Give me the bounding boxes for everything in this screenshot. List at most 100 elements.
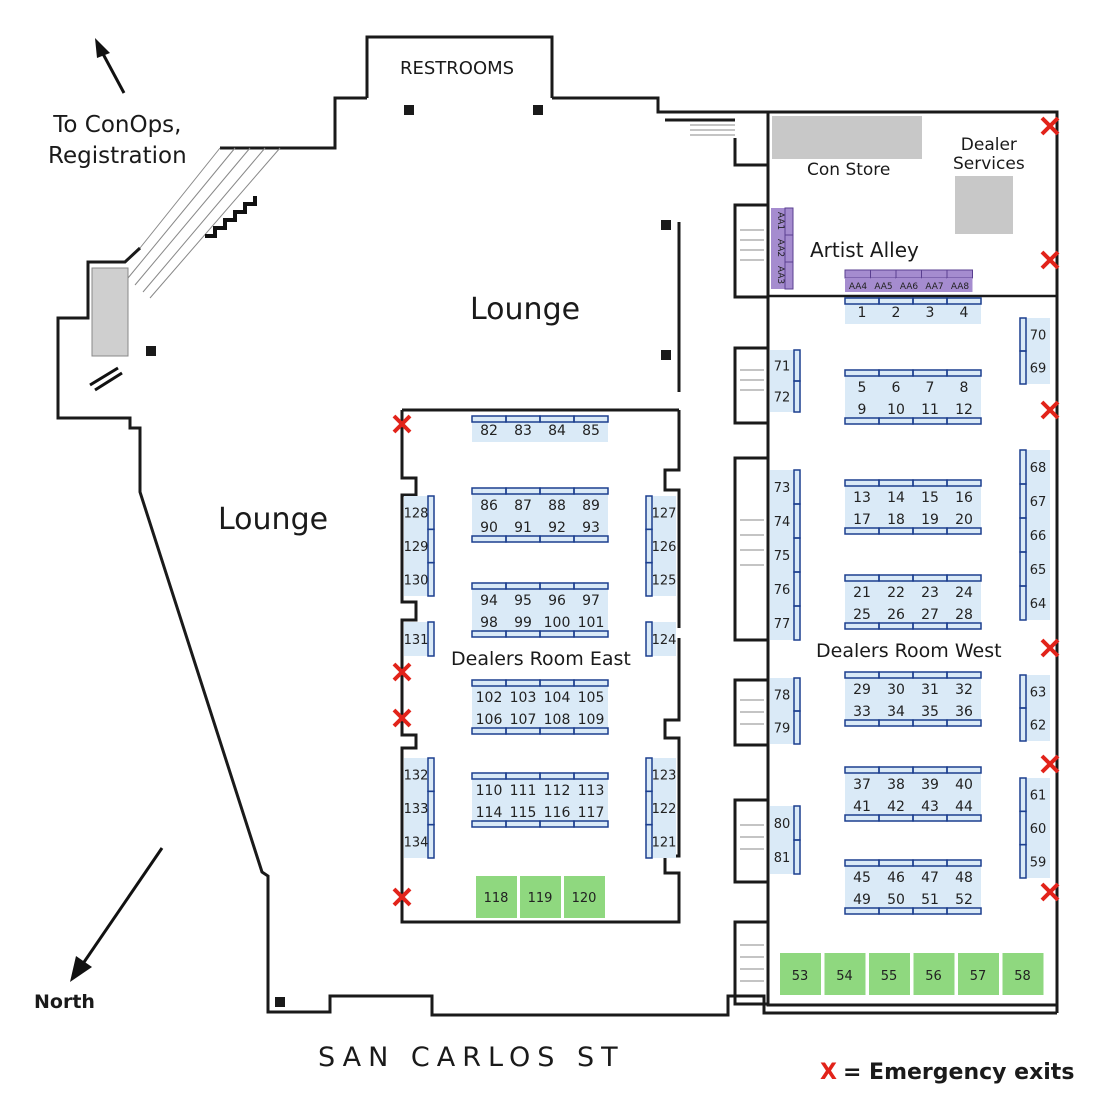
table-number: 119 xyxy=(528,891,553,906)
to-conops-line-2: Registration xyxy=(48,143,187,169)
con-store-label: Con Store xyxy=(807,160,891,180)
table-number: 43 xyxy=(921,799,939,815)
table-number: 79 xyxy=(774,722,791,737)
table-number: 127 xyxy=(652,507,677,522)
table-number: 99 xyxy=(514,615,532,631)
table-number: 80 xyxy=(774,817,791,832)
table-number: 103 xyxy=(510,690,537,706)
table-number: 115 xyxy=(510,805,537,821)
table-120[interactable]: 120 xyxy=(564,876,605,918)
table-number: 41 xyxy=(853,799,871,815)
table-number: 112 xyxy=(544,783,571,799)
emergency-exit-icon xyxy=(1040,638,1060,658)
table-number: 92 xyxy=(548,520,566,536)
emergency-exit-icon xyxy=(1040,400,1060,420)
table-number: 124 xyxy=(652,633,677,648)
table-number: 107 xyxy=(510,712,537,728)
table-number: 116 xyxy=(544,805,571,821)
to-conops-line-1: To ConOps, xyxy=(53,112,182,138)
table-number: 34 xyxy=(887,704,905,720)
table-number: 58 xyxy=(1014,969,1031,984)
pillars xyxy=(146,105,671,1007)
table-number: 88 xyxy=(548,498,566,514)
table-number: 28 xyxy=(955,607,973,623)
table-57[interactable]: 57 xyxy=(958,953,999,995)
table-number: AA1 xyxy=(775,212,785,230)
table-number: 133 xyxy=(404,802,429,817)
table-119[interactable]: 119 xyxy=(520,876,561,918)
table-number: AA8 xyxy=(951,282,970,292)
table-58[interactable]: 58 xyxy=(1002,953,1044,995)
table-number: 36 xyxy=(955,704,973,720)
emergency-exit-icon xyxy=(1040,116,1060,136)
table-number: 40 xyxy=(955,777,973,793)
table-number: 96 xyxy=(548,593,566,609)
table-number: 7 xyxy=(926,380,935,396)
table-number: 69 xyxy=(1030,362,1047,377)
table-54[interactable]: 54 xyxy=(824,953,866,995)
table-number: 68 xyxy=(1030,461,1047,476)
table-col-131[interactable]: 131 xyxy=(404,621,435,657)
dealers-room-west-label: Dealers Room West xyxy=(816,640,1002,662)
table-number: 114 xyxy=(476,805,503,821)
table-number: 20 xyxy=(955,512,973,528)
table-number: 53 xyxy=(792,969,809,984)
table-53[interactable]: 53 xyxy=(780,953,821,995)
table-number: 2 xyxy=(892,305,901,321)
table-number: 22 xyxy=(887,585,905,601)
table-number: 61 xyxy=(1030,789,1047,804)
north-label: North xyxy=(34,991,95,1013)
table-number: 57 xyxy=(970,969,987,984)
dealer-services-label: Dealer Services xyxy=(953,136,1025,174)
table-118[interactable]: 118 xyxy=(476,876,517,918)
emergency-exit-icon xyxy=(392,708,412,728)
table-number: 91 xyxy=(514,520,532,536)
table-number: 11 xyxy=(921,402,939,418)
table-number: 27 xyxy=(921,607,939,623)
upper-left-wall xyxy=(220,96,367,150)
table-number: 15 xyxy=(921,490,939,506)
table-55[interactable]: 55 xyxy=(869,953,910,995)
table-col-124[interactable]: 124 xyxy=(645,621,677,657)
table-56[interactable]: 56 xyxy=(913,953,955,995)
con-store-area xyxy=(772,116,922,159)
table-number: 100 xyxy=(544,615,571,631)
north-arrow-icon xyxy=(70,847,164,982)
table-number: 55 xyxy=(881,969,898,984)
dealer-services-line-1: Dealer xyxy=(960,135,1017,155)
table-number: 9 xyxy=(858,402,867,418)
table-number: 45 xyxy=(853,870,871,886)
table-number: 72 xyxy=(774,391,791,406)
lounge-upper-label: Lounge xyxy=(470,292,581,327)
table-number: 93 xyxy=(582,520,600,536)
emergency-exit-icon xyxy=(1040,754,1060,774)
legend: X= Emergency exits xyxy=(820,1060,1074,1085)
